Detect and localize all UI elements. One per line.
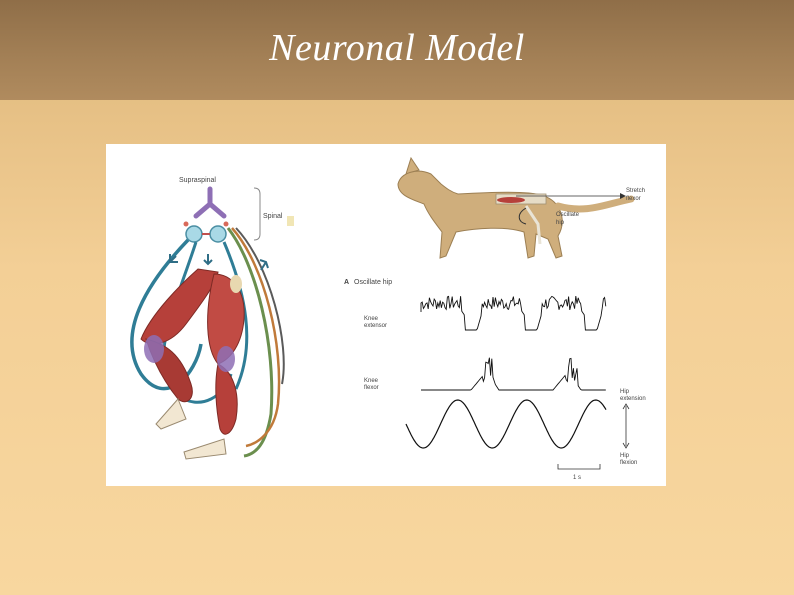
cat-leg-bone xyxy=(524,205,542,245)
hip-flexion-label-line2: flexion xyxy=(620,460,637,466)
oscillate-arrow xyxy=(518,207,527,225)
spinal-label: Spinal xyxy=(263,213,283,220)
spinal-bracket xyxy=(253,187,261,241)
stretch-label: Stretch xyxy=(626,188,645,194)
hip-extension-label-line1: Hip xyxy=(620,389,630,395)
stretch-muscle xyxy=(497,197,525,203)
hip-flexion-label-line1: Hip xyxy=(620,453,630,459)
panel-letter: A xyxy=(344,279,349,286)
arrow-icon xyxy=(620,193,626,199)
knee-extensor-trace xyxy=(420,295,607,331)
flexor-label: flexor xyxy=(626,196,641,202)
arrow-icon xyxy=(169,254,178,263)
nerve-fiber xyxy=(222,241,249,390)
hip-angle-trace xyxy=(405,399,607,449)
oscillate-label: Oscillate xyxy=(556,212,580,218)
knee-joint xyxy=(217,346,235,372)
leg-illustration: Supraspinal Spinal xyxy=(130,177,294,460)
synapse-dot xyxy=(183,221,189,227)
spinal-marker xyxy=(287,216,294,226)
arrow-icon xyxy=(622,403,630,449)
synapse-dot xyxy=(223,221,229,227)
knee-joint xyxy=(144,335,164,363)
traces-panel: A Oscillate hip Knee extensor Knee flexo… xyxy=(344,279,646,481)
foot-right xyxy=(183,438,227,460)
figure-panel: Supraspinal Spinal xyxy=(106,144,666,486)
scale-bar xyxy=(557,464,601,470)
arrow-icon xyxy=(203,254,213,266)
nerve-fiber xyxy=(231,227,281,448)
nerve-fiber xyxy=(226,227,274,458)
panel-title: Oscillate hip xyxy=(354,279,392,286)
foot-left xyxy=(155,398,187,430)
cat-illustration: Stretch flexor Oscillate hip xyxy=(397,156,645,259)
hip-extension-label-line2: extension xyxy=(620,396,646,402)
nerve-fiber xyxy=(130,238,203,391)
knee-flexor-trace xyxy=(421,357,606,391)
shin-muscle xyxy=(215,363,238,435)
nerve-fiber xyxy=(235,227,285,385)
knee-extensor-label-line1: Knee xyxy=(364,316,379,322)
cat-body xyxy=(397,170,563,259)
thigh-muscle xyxy=(140,268,219,345)
slide-title: Neuronal Model xyxy=(269,27,525,69)
title-bar: Neuronal Model xyxy=(0,0,794,100)
cat-tail xyxy=(554,195,635,213)
knee-extensor-label-line2: extensor xyxy=(364,323,387,329)
arrow-icon xyxy=(259,259,269,271)
figure-svg: Supraspinal Spinal xyxy=(130,156,646,481)
knee-flexor-label-line2: flexor xyxy=(364,385,379,391)
scale-label: 1 s xyxy=(573,475,581,481)
supraspinal-pathway xyxy=(193,186,227,219)
spinal-neuron-right xyxy=(209,225,227,243)
hip-joint xyxy=(230,275,242,293)
knee-flexor-label-line1: Knee xyxy=(364,378,379,384)
supraspinal-label: Supraspinal xyxy=(179,177,216,184)
spinal-neuron-left xyxy=(185,225,203,243)
hip-label: hip xyxy=(556,220,565,226)
